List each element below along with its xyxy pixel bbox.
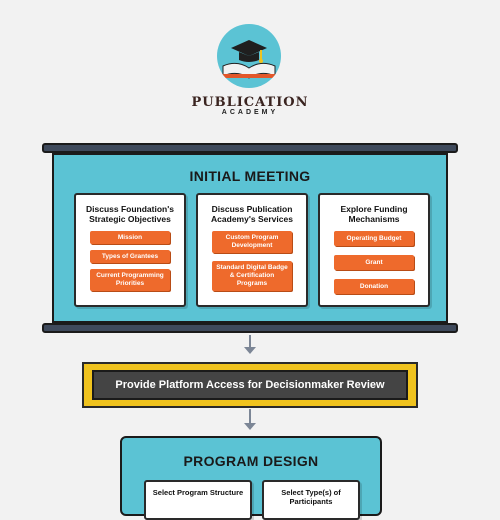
card-title: Select Program Structure <box>152 488 244 497</box>
graduation-cap-book-icon <box>221 40 277 79</box>
arrow-down-icon <box>244 347 256 354</box>
pill-programming-priorities: Current Programming Priorities <box>90 269 170 291</box>
pill-donation: Donation <box>334 279 414 294</box>
brand-subtitle: ACADEMY <box>221 109 279 116</box>
brand-name: PUBLICATION <box>191 95 309 110</box>
card-program-structure: Select Program Structure <box>144 480 252 520</box>
program-design-board: PROGRAM DESIGN Select Program Structure … <box>120 436 382 520</box>
board-top-rod <box>42 143 458 153</box>
program-design-title: PROGRAM DESIGN <box>183 453 319 469</box>
arrow-down-icon <box>244 423 256 430</box>
card-title: Discuss Foundation's Strategic Objective… <box>86 204 174 225</box>
logo-badge <box>217 24 281 88</box>
card-strategic-objectives: Discuss Foundation's Strategic Objective… <box>74 193 186 307</box>
pill-custom-program: Custom Program Development <box>212 231 292 253</box>
initial-meeting-board: INITIAL MEETING Discuss Foundation's Str… <box>52 153 448 323</box>
initial-meeting-title: INITIAL MEETING <box>189 168 311 184</box>
card-title: Select Type(s) of Participants <box>281 488 341 506</box>
card-title: Discuss Publication Academy's Services <box>211 204 293 225</box>
card-funding-mechanisms: Explore Funding Mechanisms Operating Bud… <box>318 193 430 307</box>
card-title: Explore Funding Mechanisms <box>340 204 408 225</box>
board-bottom-rod <box>42 323 458 333</box>
pill-operating-budget: Operating Budget <box>334 231 414 246</box>
pill-grant: Grant <box>334 255 414 270</box>
card-academy-services: Discuss Publication Academy's Services C… <box>196 193 308 307</box>
connector-line <box>249 335 251 347</box>
connector-line <box>249 409 251 423</box>
pill-standard-badge: Standard Digital Badge & Certification P… <box>212 261 292 291</box>
platform-access-banner: Provide Platform Access for Decisionmake… <box>92 370 408 400</box>
pill-types-of-grantees: Types of Grantees <box>90 250 170 263</box>
card-participant-types: Select Type(s) of Participants <box>262 480 360 520</box>
pill-mission: Mission <box>90 231 170 244</box>
